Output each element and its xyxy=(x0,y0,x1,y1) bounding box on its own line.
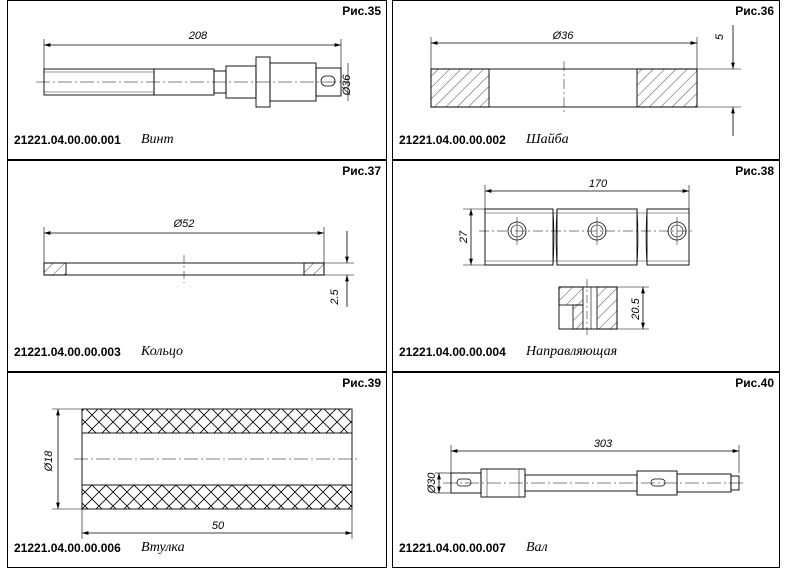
figure-36-panel: Ø36 5 Рис.36 21221.04.00.00.002 Шайба xyxy=(392,0,780,160)
vint-drawing: 208 Ø36 xyxy=(36,30,353,108)
dim-height-20-5: 20.5 xyxy=(630,297,642,320)
part-code: 21221.04.00.00.007 xyxy=(399,541,506,555)
dim-length-50: 50 xyxy=(212,520,225,532)
dim-height-27: 27 xyxy=(458,230,470,244)
dim-thickness-2-5: 2.5 xyxy=(329,288,341,305)
dim-length-208: 208 xyxy=(188,30,208,42)
figure-39-panel: Ø18 50 Рис.39 21221.04.00.00.006 Втулка xyxy=(7,372,387,568)
figure-37-panel: Ø52 2.5 Рис.37 21221.04.00.00.003 Кольцо xyxy=(7,160,387,372)
figure-35-panel: 208 Ø36 Рис.35 21221.04.00.00.001 Винт xyxy=(7,0,387,160)
dim-diameter-36: Ø36 xyxy=(552,30,575,42)
figure-38-panel: 170 27 20.5 Рис.38 21221.04.00.00.004 На… xyxy=(392,160,780,372)
dim-diameter-30: Ø30 xyxy=(426,472,438,495)
dim-diameter-52: Ø52 xyxy=(173,218,195,230)
part-code: 21221.04.00.00.002 xyxy=(399,133,506,147)
figure-label: Рис.39 xyxy=(342,376,381,390)
part-name: Винт xyxy=(141,132,174,147)
part-name: Шайба xyxy=(526,132,569,147)
part-name: Кольцо xyxy=(141,344,184,359)
part-name: Вал xyxy=(526,540,548,555)
part-name: Втулка xyxy=(141,540,185,555)
part-code: 21221.04.00.00.004 xyxy=(399,345,506,359)
part-name: Направляющая xyxy=(526,344,618,359)
dim-length-170: 170 xyxy=(589,178,608,190)
figure-label: Рис.35 xyxy=(342,4,381,18)
figure-label: Рис.37 xyxy=(342,164,381,178)
figure-label: Рис.38 xyxy=(735,164,774,178)
figure-label: Рис.36 xyxy=(735,4,774,18)
koltso-drawing: Ø52 2.5 xyxy=(43,218,354,307)
part-code: 21221.04.00.00.001 xyxy=(14,133,121,147)
part-code: 21221.04.00.00.006 xyxy=(14,541,121,555)
vtulka-drawing: Ø18 50 xyxy=(43,408,360,539)
val-drawing: 303 Ø30 xyxy=(426,438,745,498)
figure-label: Рис.40 xyxy=(735,376,774,390)
dim-diameter-18: Ø18 xyxy=(43,450,55,473)
dim-thickness-5: 5 xyxy=(714,33,726,40)
napravlyayushchaya-drawing: 170 27 20.5 xyxy=(458,178,693,335)
dim-diameter-36: Ø36 xyxy=(341,74,353,97)
dim-length-303: 303 xyxy=(594,438,613,450)
shaiba-drawing: Ø36 5 xyxy=(430,25,741,136)
part-code: 21221.04.00.00.003 xyxy=(14,345,121,359)
figure-40-panel: 303 Ø30 Рис.40 21221.04.00.00.007 Вал xyxy=(392,372,780,568)
